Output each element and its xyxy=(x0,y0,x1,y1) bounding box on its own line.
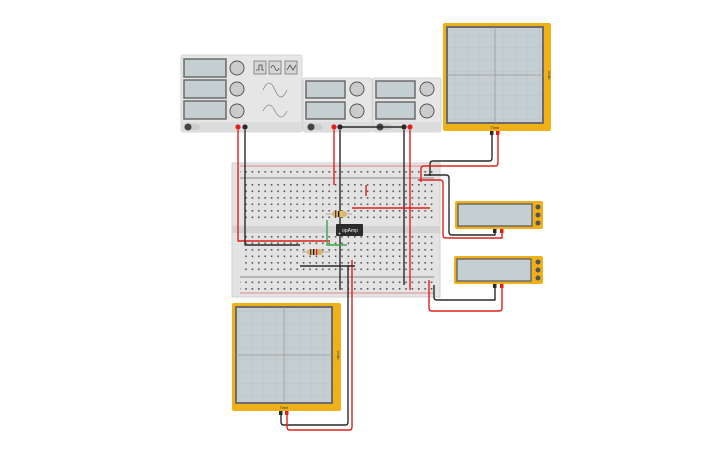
wire-scope1-negative[interactable] xyxy=(429,135,493,176)
wire-scope2-negative[interactable] xyxy=(424,174,496,236)
resistor-input[interactable] xyxy=(302,249,330,255)
negative-terminal[interactable] xyxy=(242,124,248,130)
scope-button[interactable] xyxy=(535,267,541,273)
oscilloscope-2[interactable] xyxy=(455,201,543,233)
volts-label: V/div xyxy=(547,71,552,80)
positive-terminal[interactable] xyxy=(407,124,413,130)
wire-scope1-positive[interactable] xyxy=(420,135,499,182)
oscilloscope-1[interactable]: Time V/div xyxy=(443,23,552,135)
oscilloscope-4[interactable]: Time V/div xyxy=(232,303,341,415)
amplitude-display xyxy=(183,79,227,99)
opamp-label: opAmp xyxy=(342,228,358,234)
sine-wave-icon[interactable] xyxy=(268,60,282,75)
function-generator[interactable] xyxy=(180,54,303,133)
positive-probe-terminal[interactable] xyxy=(500,284,504,288)
positive-terminal[interactable] xyxy=(331,124,337,130)
positive-probe-terminal[interactable] xyxy=(496,131,500,135)
positive-terminal[interactable] xyxy=(235,124,241,130)
negative-probe-terminal[interactable] xyxy=(493,284,497,288)
scope-button[interactable] xyxy=(535,212,541,218)
current-knob[interactable] xyxy=(419,103,435,119)
current-display xyxy=(375,101,416,120)
offset-knob[interactable] xyxy=(229,103,245,119)
wire-scope2-positive[interactable] xyxy=(418,179,503,239)
frequency-knob[interactable] xyxy=(229,60,245,76)
wire-fg-negative[interactable] xyxy=(244,130,300,246)
wire-scope3-negative[interactable] xyxy=(433,285,496,301)
wire-scope4-negative[interactable] xyxy=(280,265,349,426)
square-wave-icon[interactable] xyxy=(253,60,267,75)
scope-button[interactable] xyxy=(535,275,541,281)
negative-probe-terminal[interactable] xyxy=(493,229,497,233)
voltage-display xyxy=(305,80,346,99)
amplitude-wave-icon xyxy=(262,82,288,98)
power-supply-1[interactable] xyxy=(302,77,373,133)
power-supply-2[interactable] xyxy=(372,77,442,133)
negative-probe-terminal[interactable] xyxy=(490,131,494,135)
current-display xyxy=(305,101,346,120)
scope-button[interactable] xyxy=(535,259,541,265)
top-power-rail[interactable] xyxy=(240,166,434,177)
frequency-display xyxy=(183,58,227,78)
scope-screen xyxy=(457,203,533,227)
negative-probe-terminal[interactable] xyxy=(279,411,283,415)
bottom-power-rail[interactable] xyxy=(240,279,434,291)
current-knob[interactable] xyxy=(349,103,365,119)
voltage-knob[interactable] xyxy=(419,81,435,97)
scope-button[interactable] xyxy=(535,220,541,226)
triangle-wave-icon[interactable] xyxy=(284,60,298,75)
time-label: Time xyxy=(280,405,290,410)
scope-button[interactable] xyxy=(535,204,541,210)
volts-label: V/div xyxy=(336,351,341,360)
opamp-chip[interactable]: opAmp xyxy=(336,224,363,236)
offset-display xyxy=(183,100,227,120)
wire-feedback[interactable] xyxy=(326,220,347,246)
oscilloscope-3[interactable] xyxy=(454,256,543,288)
voltage-knob[interactable] xyxy=(349,81,365,97)
voltage-display xyxy=(375,80,416,99)
wire-fg-positive[interactable] xyxy=(237,130,300,242)
offset-wave-icon xyxy=(262,104,288,118)
amplitude-knob[interactable] xyxy=(229,81,245,97)
wires[interactable] xyxy=(237,126,503,431)
wire-scope4-positive[interactable] xyxy=(286,260,353,431)
resistor-feedback[interactable] xyxy=(326,211,352,217)
positive-probe-terminal[interactable] xyxy=(285,411,289,415)
time-label: Time xyxy=(491,125,501,130)
wire-scope3-positive[interactable] xyxy=(428,280,503,312)
positive-probe-terminal[interactable] xyxy=(500,229,504,233)
scope-screen xyxy=(456,258,532,282)
